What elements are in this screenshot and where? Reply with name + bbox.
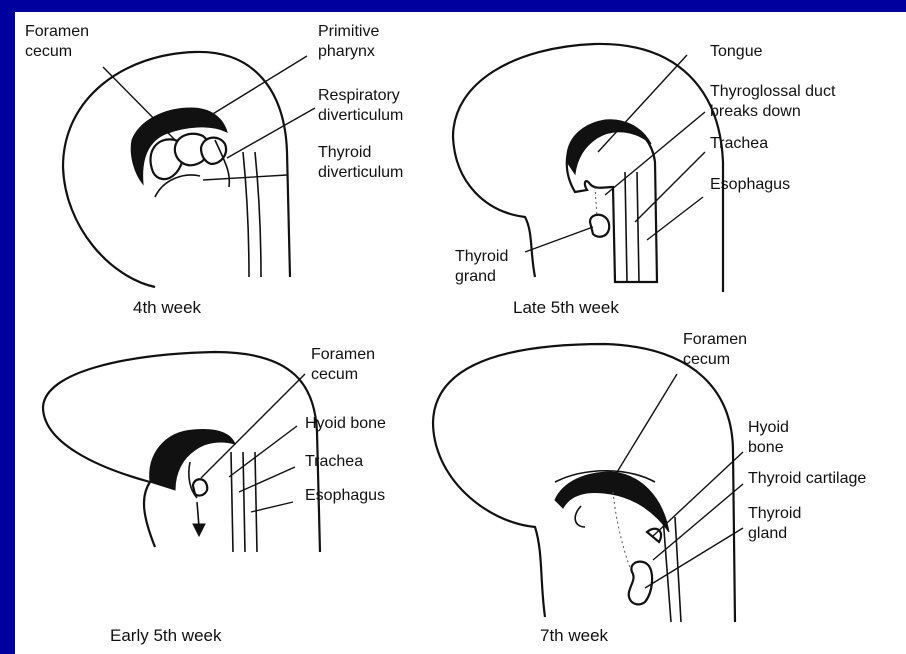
slide: Foramen cecum Primitive pharynx Respirat… — [15, 12, 906, 654]
label-thyroid-grand: Thyroid grand — [455, 247, 508, 287]
label-trachea-late5: Trachea — [710, 134, 768, 154]
label-foramen-cecum-e5: Foramen cecum — [311, 345, 375, 385]
label-foramen-cecum-4w: Foramen cecum — [25, 22, 89, 62]
label-thyroid-diverticulum: Thyroid diverticulum — [318, 143, 403, 183]
label-esophagus-e5: Esophagus — [305, 486, 385, 506]
label-tongue: Tongue — [710, 42, 763, 62]
label-trachea-e5: Trachea — [305, 452, 363, 472]
label-primitive-pharynx: Primitive pharynx — [318, 22, 379, 62]
thyroid-gland — [590, 215, 609, 237]
caption-7th-week: 7th week — [540, 626, 608, 646]
thyroid-gland-shape — [629, 562, 652, 605]
label-thyroid-cartilage: Thyroid cartilage — [748, 469, 866, 489]
panel-early-5th-week-drawing — [43, 352, 320, 552]
label-hyoid-bone-e5: Hyoid bone — [305, 414, 386, 434]
label-esophagus-late5: Esophagus — [710, 175, 790, 195]
panel-7th-week-drawing — [433, 344, 735, 622]
label-thyroid-gland: Thyroid gland — [748, 504, 801, 544]
label-respiratory-diverticulum: Respiratory diverticulum — [318, 86, 403, 126]
caption-4th-week: 4th week — [133, 298, 201, 318]
tongue-bud-3 — [201, 138, 226, 164]
label-thyroglossal-duct: Thyroglossal duct breaks down — [710, 82, 835, 122]
caption-early-5th-week: Early 5th week — [110, 626, 222, 646]
caption-late-5th-week: Late 5th week — [513, 298, 619, 318]
label-foramen-cecum-7w: Foramen cecum — [683, 330, 747, 370]
label-hyoid-bone-7w: Hyoid bone — [748, 418, 789, 458]
